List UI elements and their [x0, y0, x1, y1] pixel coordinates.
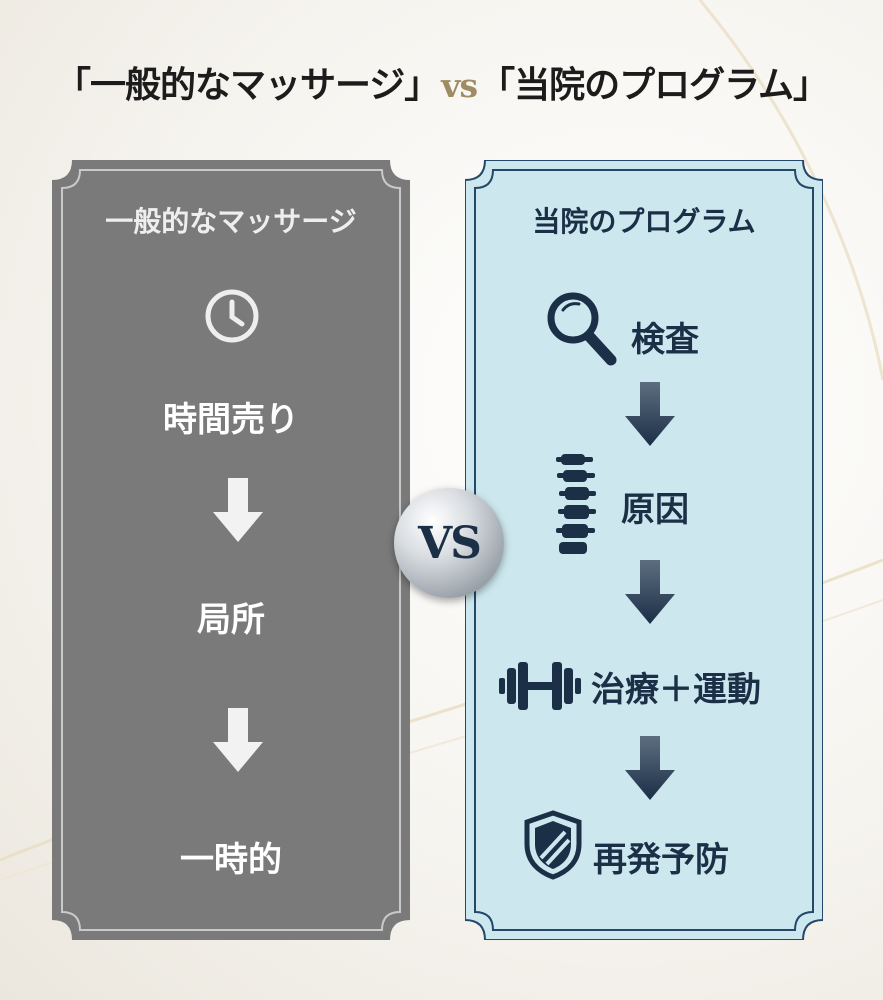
step-cause: 原因	[621, 490, 689, 530]
step-prevention: 再発予防	[593, 840, 729, 880]
step-treatment-exercise: 治療＋運動	[591, 670, 761, 710]
down-arrow-icon	[213, 708, 263, 772]
step-time-based: 時間売り	[163, 400, 299, 440]
clock-icon	[205, 289, 259, 343]
panel-frame	[465, 160, 823, 940]
panel-title: 一般的なマッサージ	[105, 205, 357, 238]
panel-title: 当院のプログラム	[532, 205, 756, 238]
down-arrow-icon	[213, 478, 263, 542]
vs-badge: VS	[394, 488, 504, 598]
page-title: 「一般的なマッサージ」vs「当院のプログラム」	[0, 56, 883, 108]
title-vs: vs	[441, 66, 478, 105]
panel-frame	[52, 160, 410, 940]
down-arrow-icon	[625, 560, 675, 624]
step-exam: 検査	[631, 320, 699, 360]
down-arrow-icon	[625, 382, 675, 446]
shield-icon	[524, 810, 582, 880]
magnifier-icon	[547, 292, 617, 366]
vs-badge-label: VS	[418, 517, 482, 569]
step-temporary: 一時的	[180, 840, 282, 880]
our-program-panel: 当院のプログラム 検査 原因	[465, 160, 823, 940]
title-left: 「一般的なマッサージ」	[55, 64, 440, 106]
dumbbell-icon	[499, 662, 581, 710]
step-local: 局所	[197, 600, 265, 640]
general-massage-panel: 一般的なマッサージ 時間売り 局所 一時的	[52, 160, 410, 940]
down-arrow-icon	[625, 736, 675, 800]
title-right: 「当院のプログラム」	[479, 64, 829, 106]
spine-icon	[556, 454, 596, 554]
